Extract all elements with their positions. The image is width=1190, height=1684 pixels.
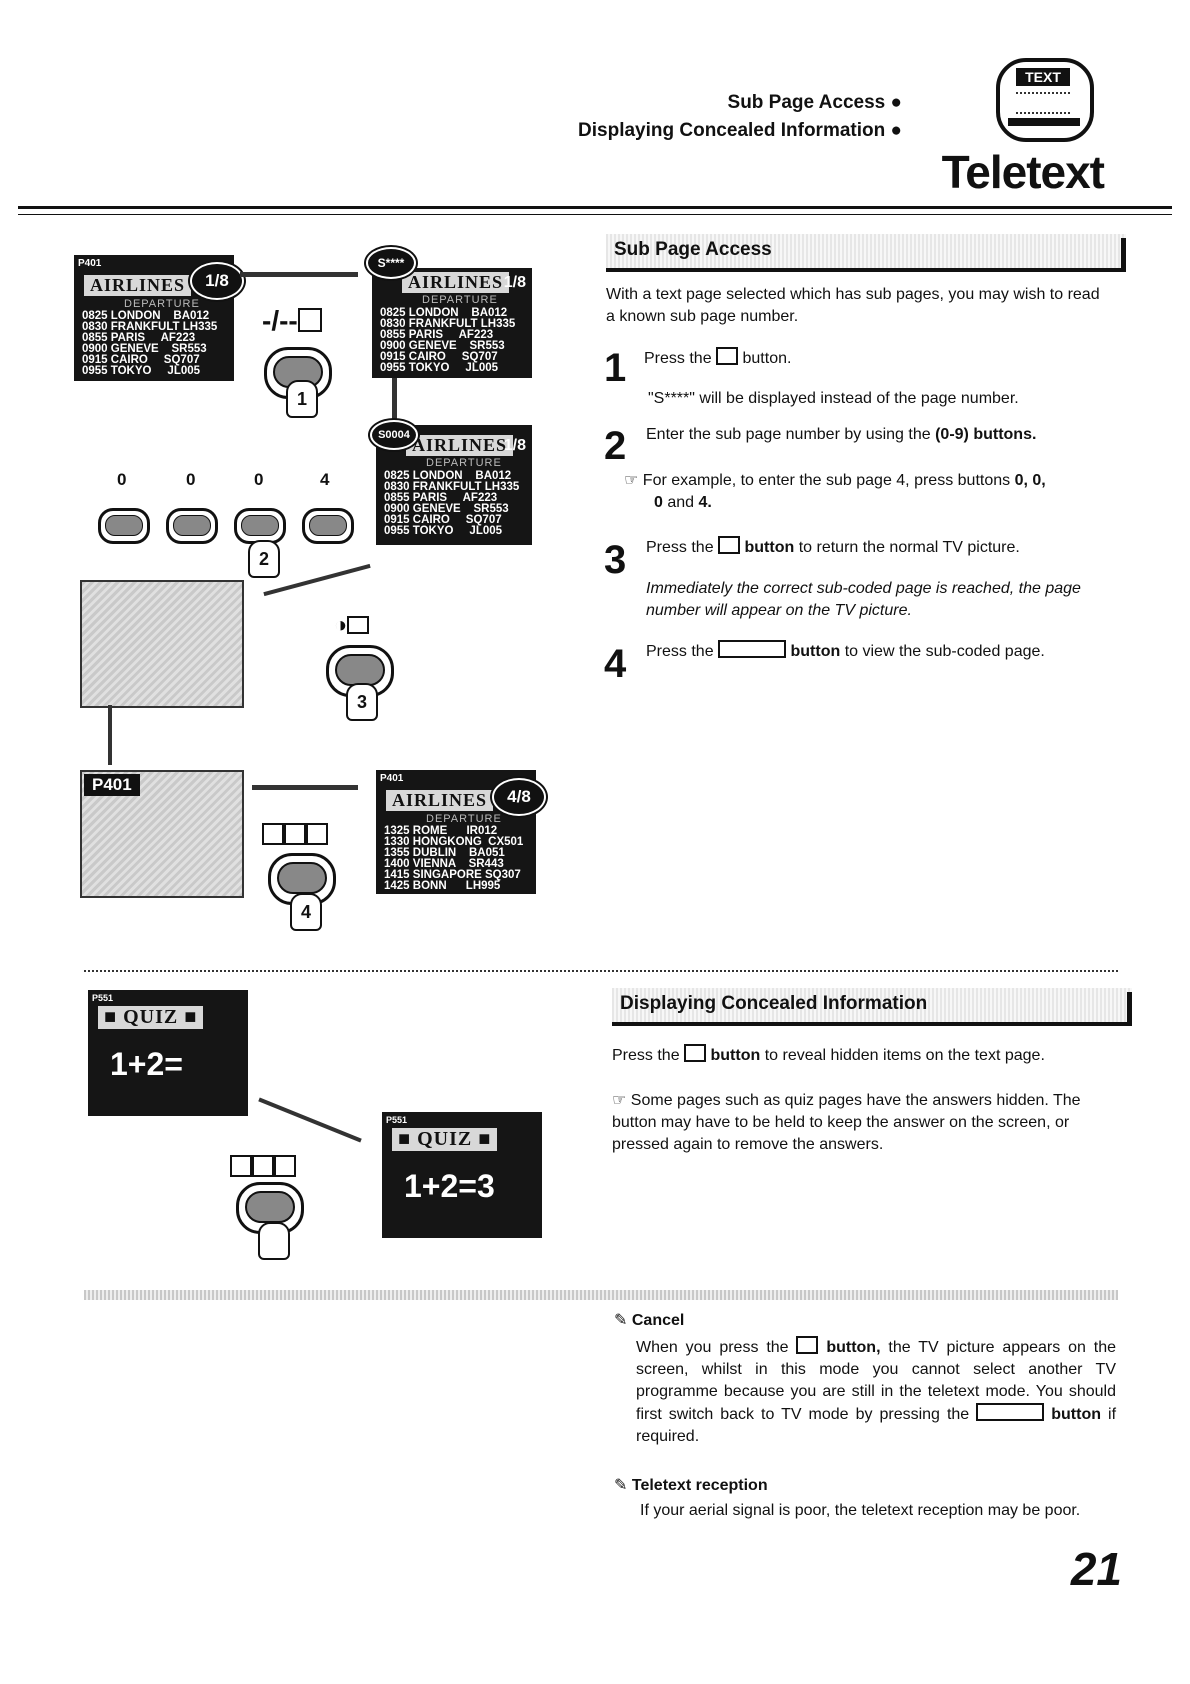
quiz-answer: 3 <box>476 1168 495 1204</box>
text-mode-icon: TEXT <box>996 58 1094 142</box>
subpage-icon <box>716 347 739 365</box>
subpage-bubble-entered: S0004 <box>370 420 418 450</box>
step-4-number: 4 <box>604 642 627 686</box>
arrow-down-1 <box>392 378 397 428</box>
digit-button-0-second[interactable] <box>166 508 218 544</box>
sub-page-heading-bar: Sub Page Access <box>606 234 1126 272</box>
step-4-text: Press the button to view the sub-coded p… <box>646 640 1045 663</box>
reveal-icon-group <box>230 1155 296 1180</box>
subpage-bubble-searching: S**** <box>366 247 416 279</box>
hand-reveal <box>258 1222 290 1260</box>
hand-step-3: 3 <box>346 683 378 721</box>
pointing-hand-icon: ☞ <box>624 472 639 489</box>
teletext-screen-3: AIRLINES 1/8 DEPARTURE 0825 LONDON BA012… <box>376 425 532 545</box>
tv-text-icon-inline <box>718 640 787 658</box>
page-title: Teletext <box>941 146 1105 198</box>
hand-step-1: 1 <box>286 380 318 418</box>
hand-step-4: 4 <box>290 893 322 931</box>
pencil-icon: ✎ <box>614 1312 628 1329</box>
concealed-heading: Displaying Concealed Information <box>620 993 928 1014</box>
quiz-screen-2: P551 ■ QUIZ ■ 1+2=3 <box>382 1112 542 1238</box>
cancel-text: When you press the button, the TV pictur… <box>636 1336 1116 1448</box>
pencil-icon-2: ✎ <box>614 1477 628 1494</box>
digit-button-4[interactable] <box>302 508 354 544</box>
page-number: 21 <box>1070 1543 1122 1595</box>
sub-page-heading: Sub Page Access <box>614 239 772 260</box>
arrow-right-2 <box>252 785 358 790</box>
concealed-note: ☞ Some pages such as quiz pages have the… <box>612 1092 1081 1153</box>
step-2-example: ☞ For example, to enter the sub page 4, … <box>624 472 1046 511</box>
cancel-heading: ✎ Cancel <box>614 1312 685 1329</box>
step-1-note: "S****" will be displayed instead of the… <box>648 390 1019 407</box>
arrow-down-2 <box>108 705 112 765</box>
digit-button-0-first[interactable] <box>98 508 150 544</box>
header-rule-thin <box>18 214 1172 215</box>
arrow-right-1 <box>240 272 358 277</box>
gray-band-divider <box>84 1290 1118 1300</box>
step-1-text: Press the button. <box>644 347 791 370</box>
step-3-text: Press the button to return the normal TV… <box>646 536 1020 559</box>
digit-button-0-third[interactable] <box>234 508 286 544</box>
arrow-diagonal-2 <box>258 1097 362 1143</box>
tv-picture-1 <box>80 580 244 708</box>
teletext-screen-4: P401 AIRLINES DEPARTURE 1325 ROME IR012 … <box>376 770 536 894</box>
text-icon-label: TEXT <box>1016 68 1070 86</box>
subpage-key-label: -/-- <box>262 305 322 337</box>
step-3-number: 3 <box>604 538 627 582</box>
sub-page-intro: With a text page selected which has sub … <box>606 286 1100 325</box>
reception-text: If your aerial signal is poor, the telet… <box>640 1502 1081 1519</box>
tv-page-badge: P401 <box>84 774 140 796</box>
header-rule <box>18 206 1172 209</box>
digit-label-1: 0 <box>117 470 127 489</box>
header-breadcrumb-2: Displaying Concealed Information ● <box>578 120 902 141</box>
reveal-icon <box>684 1044 707 1062</box>
step-3-note: Immediately the correct sub-coded page i… <box>646 580 1081 619</box>
tv-picture-2: P401 <box>80 770 244 898</box>
mix-icon: ◑ <box>334 612 370 638</box>
step-2-text: Enter the sub page number by using the (… <box>646 426 1037 443</box>
mix-icon-inline <box>718 536 741 554</box>
digit-label-3: 0 <box>254 470 264 489</box>
teletext-screen-2: AIRLINES 1/8 DEPARTURE 0825 LONDON BA012… <box>372 268 532 378</box>
quiz-screen-1: P551 ■ QUIZ ■ 1+2= <box>88 990 248 1116</box>
header-breadcrumb-1: Sub Page Access ● <box>727 92 902 113</box>
section-divider <box>84 970 1118 972</box>
digit-label-4: 4 <box>320 470 330 489</box>
step-2-number: 2 <box>604 424 627 468</box>
step-1-number: 1 <box>604 346 627 390</box>
digit-label-2: 0 <box>186 470 196 489</box>
subpage-badge-4: 4/8 <box>492 778 546 816</box>
tv-text-mode-icon <box>262 823 328 848</box>
subpage-badge-1: 1/8 <box>190 262 244 300</box>
concealed-press-text: Press the button to reveal hidden items … <box>612 1044 1045 1067</box>
pointing-hand-icon-2: ☞ <box>612 1092 627 1109</box>
concealed-heading-bar: Displaying Concealed Information <box>612 988 1132 1026</box>
reception-heading: ✎ Teletext reception <box>614 1477 768 1494</box>
hand-step-2: 2 <box>248 540 280 578</box>
